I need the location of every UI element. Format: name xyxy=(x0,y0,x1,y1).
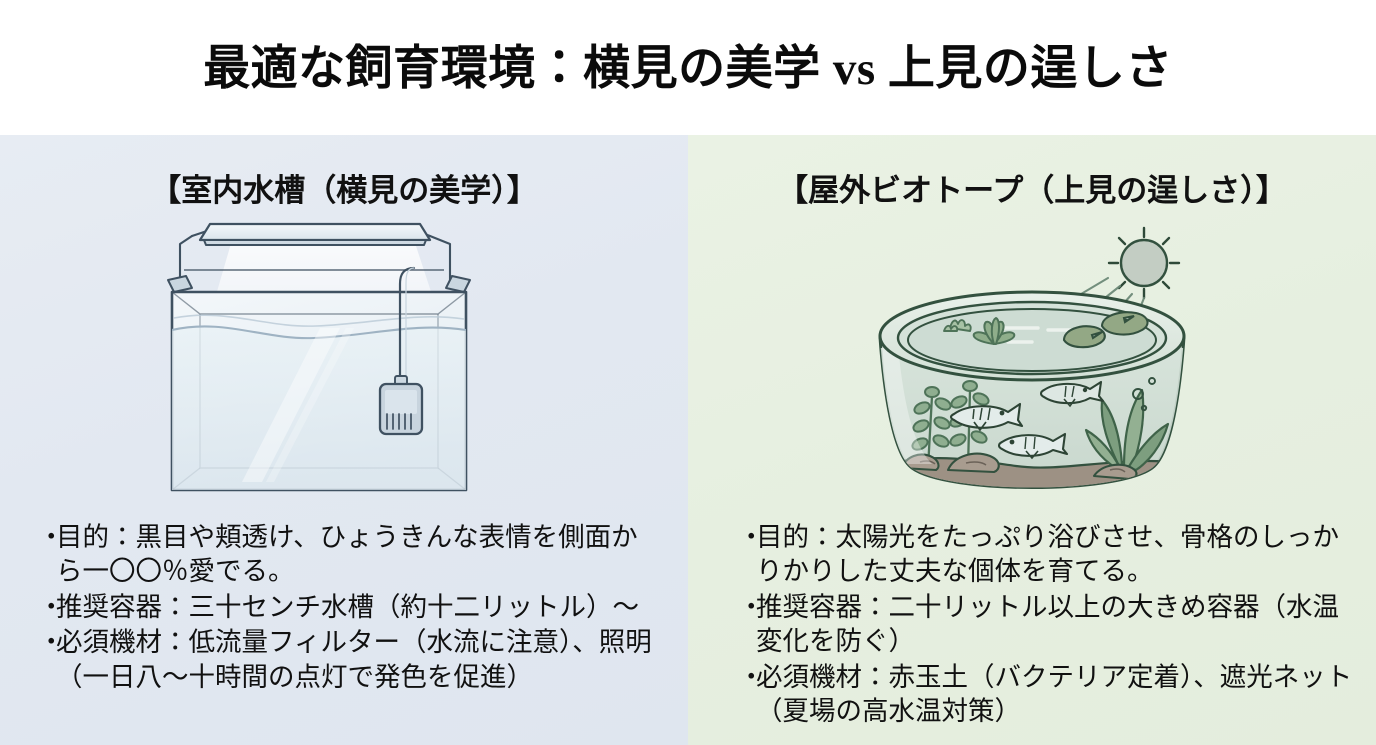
aquarium-hood-lamp xyxy=(198,222,432,246)
list-item: ・ 必須機材：低流量フィルター（水流に注意）、照明（一日八〜十時間の点灯で発色を… xyxy=(38,625,664,694)
bullet-marker: ・ xyxy=(38,591,65,622)
aquarium-filter xyxy=(378,266,424,436)
panel-heading-outdoor: 【屋外ビオトープ（上見の逞しさ）】 xyxy=(777,173,1287,208)
bullet-list-outdoor: ・ 目的：太陽光をたっぷり浴びさせ、骨格のしっかりかりした丈夫な個体を育てる。 … xyxy=(738,520,1364,730)
list-item: ・ 推奨容器：二十リットル以上の大きめ容器（水温変化を防ぐ） xyxy=(738,590,1364,659)
fish-icon xyxy=(1039,380,1105,408)
bubble-icon xyxy=(1132,377,1156,412)
list-item: ・ 目的：黒目や頬透け、ひょうきんな表情を側面から一〇〇％愛でる。 xyxy=(38,520,664,589)
fish-icon xyxy=(997,432,1069,460)
bullet-text: 目的：太陽光をたっぷり浴びさせ、骨格のしっかりかりした丈夫な個体を育てる。 xyxy=(756,522,1339,587)
biotope-svg xyxy=(878,226,1186,489)
bullet-marker: ・ xyxy=(738,591,765,622)
panel-heading-indoor: 【室内水槽（横見の美学）】 xyxy=(150,173,538,208)
sun-rays-short xyxy=(1107,226,1181,300)
panel-indoor-aquarium: 【室内水槽（横見の美学）】 xyxy=(0,135,688,745)
floating-plant-icon xyxy=(943,319,972,332)
panel-outdoor-biotope: 【屋外ビオトープ（上見の逞しさ）】 xyxy=(688,135,1376,745)
lily-pad-icon xyxy=(1062,325,1106,349)
panel-container: 【室内水槽（横見の美学）】 xyxy=(0,135,1376,745)
fish-icon xyxy=(949,402,1024,432)
bullet-marker: ・ xyxy=(38,522,65,552)
floating-rosette-icon xyxy=(972,317,1016,345)
bullet-marker: ・ xyxy=(738,522,765,552)
bullet-text: 目的：黒目や頬透け、ひょうきんな表情を側面から一〇〇％愛でる。 xyxy=(56,522,638,587)
bullet-text: 推奨容器：三十センチ水槽（約十二リットル）〜 xyxy=(56,591,639,622)
title-band: 最適な飼育環境：横見の美学 vs 上見の逞しさ xyxy=(0,0,1376,135)
aquarium-water xyxy=(172,314,466,490)
bullet-marker: ・ xyxy=(738,661,765,692)
plant-stem-left xyxy=(911,386,952,470)
bullet-marker: ・ xyxy=(38,627,65,658)
outdoor-biotope-illustration xyxy=(688,213,1376,513)
list-item: ・ 目的：太陽光をたっぷり浴びさせ、骨格のしっかりかりした丈夫な個体を育てる。 xyxy=(738,520,1364,589)
biotope-surface xyxy=(943,311,1149,349)
aquarium-hood-clips xyxy=(167,275,471,293)
lily-pad-icon xyxy=(1100,311,1149,336)
bullet-text: 推奨容器：二十リットル以上の大きめ容器（水温変化を防ぐ） xyxy=(756,591,1339,657)
bullet-list-indoor: ・ 目的：黒目や頬透け、ひょうきんな表情を側面から一〇〇％愛でる。 ・ 推奨容器… xyxy=(38,520,664,695)
bullet-text: 必須機材：低流量フィルター（水流に注意）、照明（一日八〜十時間の点灯で発色を促進… xyxy=(56,627,652,692)
bullet-text: 必須機材：赤玉土（バクテリア定着）、遮光ネット（夏場の高水温対策） xyxy=(756,661,1353,727)
list-item: ・ 推奨容器：三十センチ水槽（約十二リットル）〜 xyxy=(38,590,664,624)
indoor-aquarium-illustration xyxy=(0,213,688,513)
page-title: 最適な飼育環境：横見の美学 vs 上見の逞しさ xyxy=(203,43,1173,95)
biotope-rocks xyxy=(900,452,1138,481)
list-item: ・ 必須機材：赤玉土（バクテリア定着）、遮光ネット（夏場の高水温対策） xyxy=(738,660,1364,729)
biotope-rim xyxy=(878,290,1186,382)
filter-intake-slots xyxy=(386,413,412,430)
aquarium-svg xyxy=(167,222,471,492)
